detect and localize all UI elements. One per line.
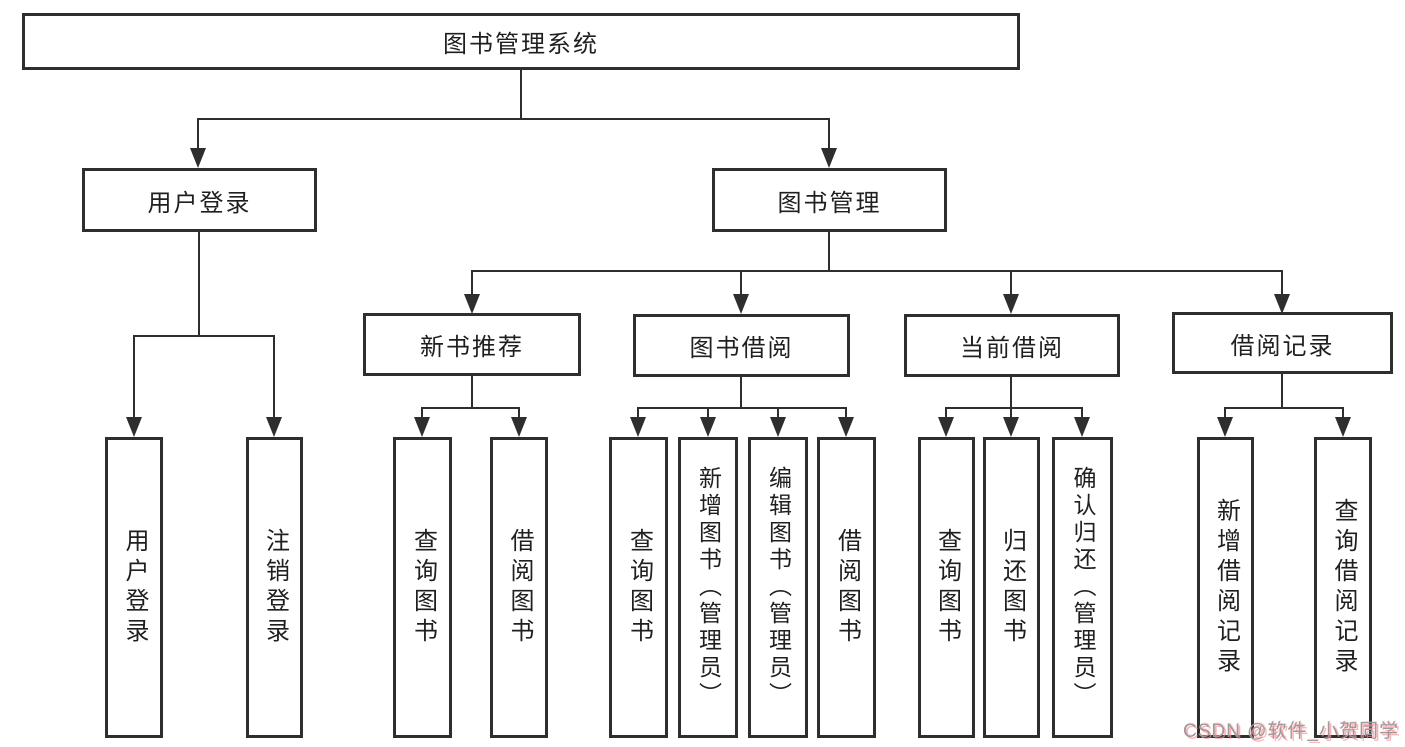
connector-drop-login: [197, 118, 199, 150]
node-borrow-records-label: 借阅记录: [1230, 332, 1335, 360]
arrowhead-r1: [414, 417, 430, 437]
leaf-add-borrow-record: 新增借阅记录: [1197, 437, 1254, 738]
connector-drop-c2: [1010, 407, 1012, 419]
connector-drop-c1: [945, 407, 947, 419]
connector-drop-manage: [828, 118, 830, 150]
connector-drop-records: [1281, 270, 1283, 296]
arrowhead-login: [190, 148, 206, 168]
connector-drop-recommend: [471, 270, 473, 296]
connector-drop-borrow: [740, 270, 742, 296]
connector-current-branch: [945, 407, 1083, 409]
connector-login-stem: [198, 232, 200, 337]
connector-drop-b3: [777, 407, 779, 419]
node-book-management: 图书管理: [712, 168, 947, 232]
connector-manage-branch: [471, 270, 1283, 272]
node-user-login-label: 用户登录: [147, 189, 252, 217]
leaf-edit-books-admin-label: 编辑图书（管理员）: [765, 466, 792, 709]
connector-root-stem: [520, 70, 522, 120]
connector-drop-current: [1010, 270, 1012, 296]
arrowhead-b2: [700, 417, 716, 437]
leaf-query-borrow-record-label: 查询借阅记录: [1330, 497, 1357, 678]
arrowhead-b4: [838, 417, 854, 437]
connector-recommend-branch: [421, 407, 520, 409]
leaf-borrow-books: 借阅图书: [817, 437, 876, 738]
connector-drop-leaf-logout: [273, 335, 275, 419]
arrowhead-c1: [938, 417, 954, 437]
node-system-root-label: 图书管理系统: [443, 31, 599, 58]
node-book-borrow-label: 图书借阅: [689, 335, 794, 362]
node-user-login: 用户登录: [82, 168, 317, 232]
node-system-root: 图书管理系统: [22, 13, 1020, 70]
arrowhead-leaf-login: [126, 417, 142, 437]
arrowhead-manage: [821, 148, 837, 168]
leaf-logout: 注销登录: [246, 437, 303, 738]
connector-drop-rec2: [1342, 407, 1344, 419]
node-book-management-label: 图书管理: [777, 189, 882, 217]
leaf-borrow-books-label: 借阅图书: [833, 527, 861, 648]
arrowhead-r2: [511, 417, 527, 437]
connector-drop-rec1: [1224, 407, 1226, 419]
connector-records-branch: [1224, 407, 1344, 409]
leaf-return-books-label: 归还图书: [998, 527, 1026, 648]
leaf-recommend-query-books-label: 查询图书: [409, 527, 437, 648]
leaf-recommend-borrow-books: 借阅图书: [490, 437, 548, 738]
leaf-recommend-borrow-books-label: 借阅图书: [506, 527, 533, 648]
leaf-current-query-books: 查询图书: [918, 437, 975, 738]
leaf-recommend-query-books: 查询图书: [393, 437, 452, 738]
node-new-book-recommend: 新书推荐: [363, 313, 581, 376]
arrowhead-b1: [630, 417, 646, 437]
connector-drop-b4: [845, 407, 847, 419]
connector-login-branch: [133, 335, 275, 337]
node-borrow-records: 借阅记录: [1172, 312, 1393, 374]
leaf-confirm-return-admin: 确认归还（管理员）: [1052, 437, 1113, 738]
node-new-book-recommend-label: 新书推荐: [420, 334, 524, 361]
leaf-logout-label: 注销登录: [261, 527, 289, 648]
connector-drop-r2: [518, 407, 520, 419]
arrowhead-b3: [770, 417, 786, 437]
connector-borrow-stem: [740, 377, 742, 409]
arrowhead-rec1: [1217, 417, 1233, 437]
connector-recommend-stem: [471, 376, 473, 409]
leaf-edit-books-admin: 编辑图书（管理员）: [748, 437, 808, 738]
connector-borrow-branch: [637, 407, 847, 409]
leaf-return-books: 归还图书: [983, 437, 1040, 738]
leaf-user-login-label: 用户登录: [121, 527, 148, 648]
leaf-borrow-query-books: 查询图书: [609, 437, 668, 738]
connector-drop-leaf-login: [133, 335, 135, 419]
connector-drop-b1: [637, 407, 639, 419]
leaf-query-borrow-record: 查询借阅记录: [1314, 437, 1372, 738]
leaf-user-login: 用户登录: [105, 437, 163, 738]
connector-drop-r1: [421, 407, 423, 419]
arrowhead-c3: [1074, 417, 1090, 437]
leaf-add-books-admin-label: 新增图书（管理员）: [695, 466, 722, 709]
connector-records-stem: [1281, 374, 1283, 409]
arrowhead-leaf-logout: [266, 417, 282, 437]
leaf-current-query-books-label: 查询图书: [933, 527, 961, 648]
node-current-borrow: 当前借阅: [904, 314, 1120, 377]
leaf-add-borrow-record-label: 新增借阅记录: [1212, 497, 1240, 678]
arrowhead-rec2: [1335, 417, 1351, 437]
arrowhead-current: [1003, 294, 1019, 314]
leaf-borrow-query-books-label: 查询图书: [625, 527, 653, 648]
leaf-add-books-admin: 新增图书（管理员）: [678, 437, 738, 738]
arrowhead-recommend: [464, 294, 480, 314]
arrowhead-records: [1274, 294, 1290, 314]
connector-drop-b2: [707, 407, 709, 419]
connector-root-branch: [197, 118, 830, 120]
arrowhead-borrow: [733, 294, 749, 314]
connector-manage-stem: [828, 232, 830, 272]
leaf-confirm-return-admin-label: 确认归还（管理员）: [1070, 466, 1096, 709]
connector-current-stem: [1010, 377, 1012, 409]
watermark-text: CSDN @软件_小贺同学: [1183, 721, 1399, 742]
node-book-borrow: 图书借阅: [633, 314, 850, 377]
node-current-borrow-label: 当前借阅: [960, 335, 1064, 362]
connector-drop-c3: [1081, 407, 1083, 419]
arrowhead-c2: [1003, 417, 1019, 437]
